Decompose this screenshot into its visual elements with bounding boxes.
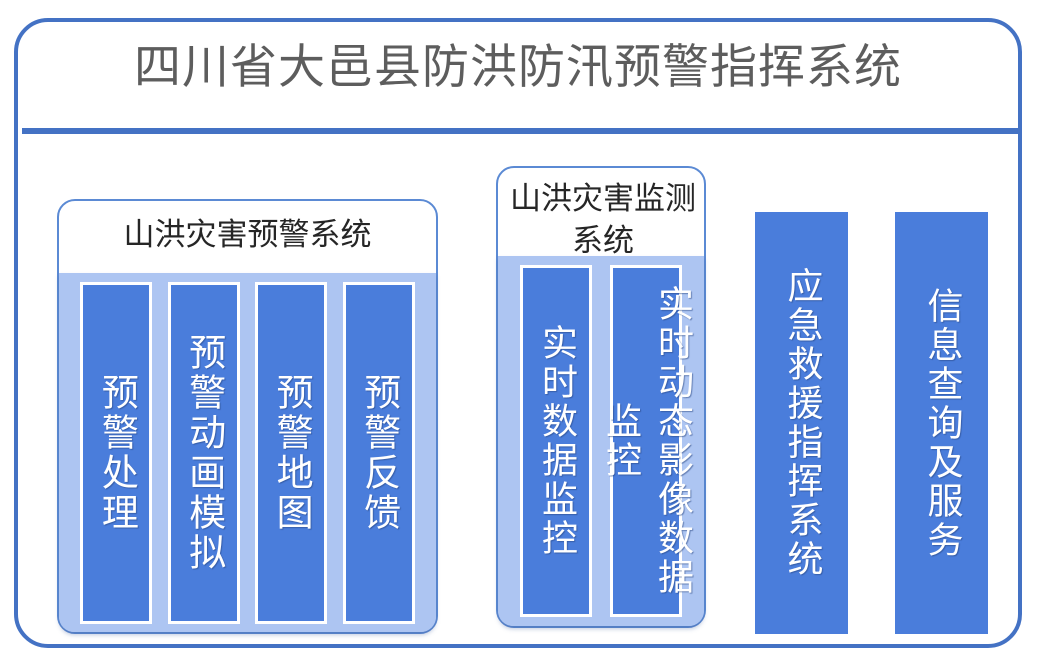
bar-emergency-rescue-command-system[interactable]: 应急救援指挥系统 (755, 212, 848, 634)
page-title: 四川省大邑县防洪防汛预警指挥系统 (134, 40, 902, 95)
tile-warning-feedback[interactable]: 预警反馈 (342, 281, 415, 624)
panel-warning-system[interactable]: 山洪灾害预警系统 预警处理 预警动画模拟 预警地图 预警反馈 (57, 199, 438, 634)
panel-monitoring-system-body: 实时数据监控 实时动态影像数据监控 (498, 256, 704, 626)
header-divider (22, 128, 1018, 134)
header: 四川省大邑县防洪防汛预警指挥系统 (18, 22, 1018, 134)
tile-realtime-dynamic-image-data-monitoring[interactable]: 实时动态影像数据监控 (600, 265, 693, 617)
bar-information-query-and-service[interactable]: 信息查询及服务 (895, 212, 988, 634)
panel-monitoring-system-title: 山洪灾害监测系统 (510, 181, 696, 259)
system-frame: 四川省大邑县防洪防汛预警指挥系统 山洪灾害预警系统 预警处理 预警动画模拟 预警… (14, 18, 1022, 648)
tile-warning-processing[interactable]: 预警处理 (80, 281, 153, 624)
tile-warning-map[interactable]: 预警地图 (255, 281, 328, 624)
tile-warning-animation-simulation[interactable]: 预警动画模拟 (167, 281, 240, 624)
panel-warning-system-body: 预警处理 预警动画模拟 预警地图 预警反馈 (59, 273, 436, 632)
panel-monitoring-system[interactable]: 山洪灾害监测系统 实时数据监控 实时动态影像数据监控 (496, 166, 706, 628)
tile-realtime-data-monitoring[interactable]: 实时数据监控 (520, 265, 592, 617)
panel-warning-system-title: 山洪灾害预警系统 (123, 217, 372, 253)
